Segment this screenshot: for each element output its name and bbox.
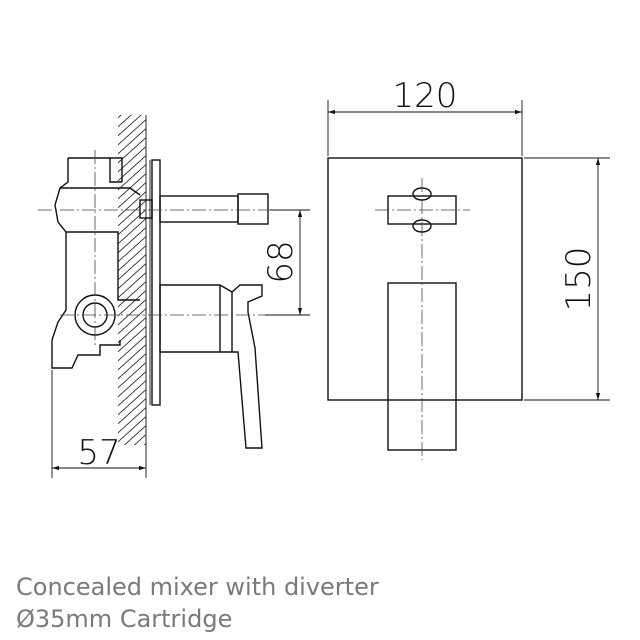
wall-plate-front	[327, 157, 523, 401]
hatch-line	[118, 209, 146, 236]
hatch-line	[118, 416, 146, 443]
hatch-line	[118, 137, 146, 164]
hatch-line	[118, 155, 146, 182]
hatch-line	[110, 80, 150, 116]
hatch-line	[118, 115, 142, 137]
caption-cartridge: Ø35mm Cartridge	[16, 605, 233, 633]
hatch-line	[118, 115, 132, 128]
hatch-line	[118, 335, 146, 362]
hatch-line	[118, 227, 146, 254]
hatch-line	[118, 191, 146, 218]
hatch-line	[118, 218, 146, 245]
hatch-line	[118, 119, 146, 146]
mixer-handle-side	[159, 284, 263, 449]
hatch-line	[118, 407, 146, 434]
hatch-line	[123, 425, 146, 445]
hatch-line	[118, 299, 146, 326]
hatch-line	[118, 344, 146, 371]
hatch-line	[118, 164, 146, 191]
diverter-spindle	[159, 195, 239, 223]
hatch-line	[118, 146, 146, 173]
hatch-line	[118, 115, 122, 119]
caption-title: Concealed mixer with diverter	[16, 573, 379, 601]
hatch-line	[118, 245, 146, 272]
hatch-line	[133, 434, 146, 445]
hatch-line	[118, 308, 146, 335]
hatch-line	[118, 398, 146, 425]
hatch-line	[118, 272, 146, 299]
mixer-technical-drawing: 68 57 120	[38, 76, 610, 478]
hatch-line	[118, 254, 146, 281]
hatch-line	[118, 362, 146, 389]
hatch-line	[118, 380, 146, 407]
spacing-dimension-label: 68	[261, 240, 301, 283]
hatch-line	[118, 263, 146, 290]
hatch-line	[118, 371, 146, 398]
height-dimension-label: 150	[559, 247, 599, 312]
side-view: 68 57	[38, 80, 310, 478]
valve-body	[51, 158, 121, 369]
hatch-line	[118, 317, 146, 344]
width-dimension-label: 120	[393, 76, 458, 116]
wall-hatching	[110, 80, 150, 445]
hatch-line	[118, 353, 146, 380]
wall-plate	[151, 159, 161, 406]
front-view: 120 150	[327, 76, 610, 460]
hatch-line	[118, 281, 146, 308]
hatch-line	[118, 182, 146, 209]
hatch-line	[118, 326, 146, 353]
hatch-line	[118, 128, 146, 155]
depth-dimension-label: 57	[77, 433, 120, 473]
hatch-line	[118, 389, 146, 416]
hatch-line	[118, 200, 146, 227]
hatch-line	[118, 236, 146, 263]
hatch-line	[118, 290, 146, 317]
